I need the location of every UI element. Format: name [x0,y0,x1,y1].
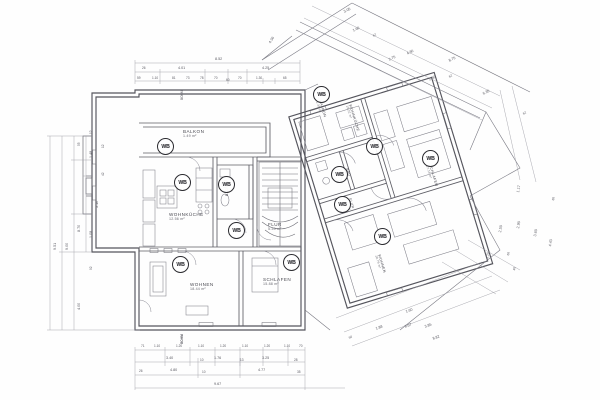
dim-right-9: 40 [512,266,517,271]
dim-top-c-6: 60 [226,78,230,82]
wb-marker-balkon-left[interactable]: WB [157,138,174,155]
wb-marker-label: WB [287,259,296,266]
wb-marker-label: WB [178,179,187,186]
dim-ba-0: 71 [141,344,145,348]
dim-ba-6: 1.20 [264,344,271,348]
dim-bc-4: 35 [297,370,301,374]
dim-right-8: 66 [506,251,511,256]
wb-marker-label: WB [232,227,241,234]
dim-bc-2: 10 [202,370,206,374]
dim-bb-2: 1.76 [214,356,222,360]
dim-top-c-7: 70 [238,76,242,80]
wb-marker-flur-right[interactable]: WB [334,196,351,213]
room-label-wohnkueche-left: WOHNKÜCHE 12.56 m² [169,212,204,222]
wb-marker-bad-right[interactable]: WB [331,166,348,183]
dim-bb-1: 10 [200,358,204,362]
dim-top-a-0: 8.52 [215,57,223,61]
wb-marker-schlafen-right[interactable]: WB [422,150,439,167]
dim-top-c-1: 1.10 [152,76,159,80]
dim-left-8: 12 [89,130,93,134]
dimension-lines [47,5,537,390]
door-note-top: BOHM [180,90,184,100]
dim-left-11: 42 [101,172,105,176]
staircase [258,161,302,247]
dim-left-6: 4.00 [77,302,81,310]
dim-top-c-9: 65 [283,76,287,80]
wb-marker-flur-left[interactable]: WB [228,222,245,239]
dim-left-3: 1.48 [89,150,93,158]
dim-ba-4: 1.20 [220,344,227,348]
dim-left-7: 55 [77,142,81,146]
dim-top-c-4: 78 [200,76,204,80]
room-label-schlafen-left: SCHLAFEN 15.88 m² [263,277,292,287]
dim-top-c-5: 70 [214,76,218,80]
dim-top-b-2: 4.25 [262,66,270,70]
dim-ba-3: 1.10 [198,344,205,348]
dim-top-c-2: 81 [172,76,176,80]
dim-bb-0: 3.40 [166,356,174,360]
wb-marker-label: WB [317,91,326,98]
wb-marker-label: WB [161,143,170,150]
dim-left-1: 9.00 [65,242,69,250]
dim-left-2: 8.70 [77,224,81,232]
dim-left-10: 92 [89,266,93,270]
dim-ba-8: 70 [299,344,303,348]
windows-left [92,149,277,327]
dim-top-c-0: 59 [137,76,141,80]
dim-left-4: 3.10 [95,200,99,208]
dim-bb-3: 13 [240,358,244,362]
wb-marker-bad-left[interactable]: WB [218,176,235,193]
room-label-flur-left: FLUR 5.30 m² [268,222,282,232]
wb-marker-label: WB [378,233,387,240]
dim-top-b-0: 26 [142,66,146,70]
dim-ba-7: 1.10 [284,344,291,348]
room-label-wohnen-left: WOHNEN 18.44 m² [190,282,214,292]
dim-top-c-8: 1.30 [256,76,263,80]
dim-bb-5: 28 [294,358,298,362]
dim-top-c-3: 73 [186,76,190,80]
dim-right-10: 86 [551,196,556,201]
left-unit-furniture [142,167,279,316]
wb-marker-label: WB [335,171,344,178]
right-unit-outer-walls [288,71,494,309]
wb-marker-label: WB [222,181,231,188]
dim-bc-3: 4.77 [258,368,266,372]
right-unit-furniture [298,96,460,298]
context-outline [261,2,531,331]
left-unit-outer-walls [91,89,306,331]
dim-left-5: 1.08 [89,230,93,238]
dim-top-b-1: 4.01 [178,66,186,70]
door-note: BOHM [180,334,184,344]
wb-marker-balkon-right[interactable]: WB [313,86,330,103]
wb-marker-wohnkueche-left[interactable]: WB [174,174,191,191]
dim-bc-1: 4.80 [170,368,178,372]
wb-marker-wohnen-left[interactable]: WB [172,256,189,273]
windows-right [309,82,478,297]
dim-ba-2: 1.20 [176,344,183,348]
wb-marker-wohnen-right[interactable]: WB [374,228,391,245]
room-label-balkon-left: BALKON 1.49 m² [183,129,205,139]
door-swings-right [332,135,427,232]
dim-bb-4: 3.25 [262,356,270,360]
dim-left-0: 9.51 [53,242,57,250]
dim-left-9: 12 [101,144,105,148]
wb-marker-label: WB [338,201,347,208]
door-swings-left [138,156,277,313]
dim-ba-5: 1.10 [242,344,249,348]
wb-marker-label: WB [426,155,435,162]
dim-bottom-total: 9.67 [214,382,222,386]
wb-marker-label: WB [370,143,379,150]
wb-marker-label: WB [176,261,185,268]
wb-marker-wohnkueche-right[interactable]: WB [366,138,383,155]
left-unit-internal-walls [139,122,301,326]
dim-bc-0: 26 [139,369,143,373]
wb-marker-schlafen-left[interactable]: WB [283,254,300,271]
dim-ba-1: 1.10 [154,344,161,348]
